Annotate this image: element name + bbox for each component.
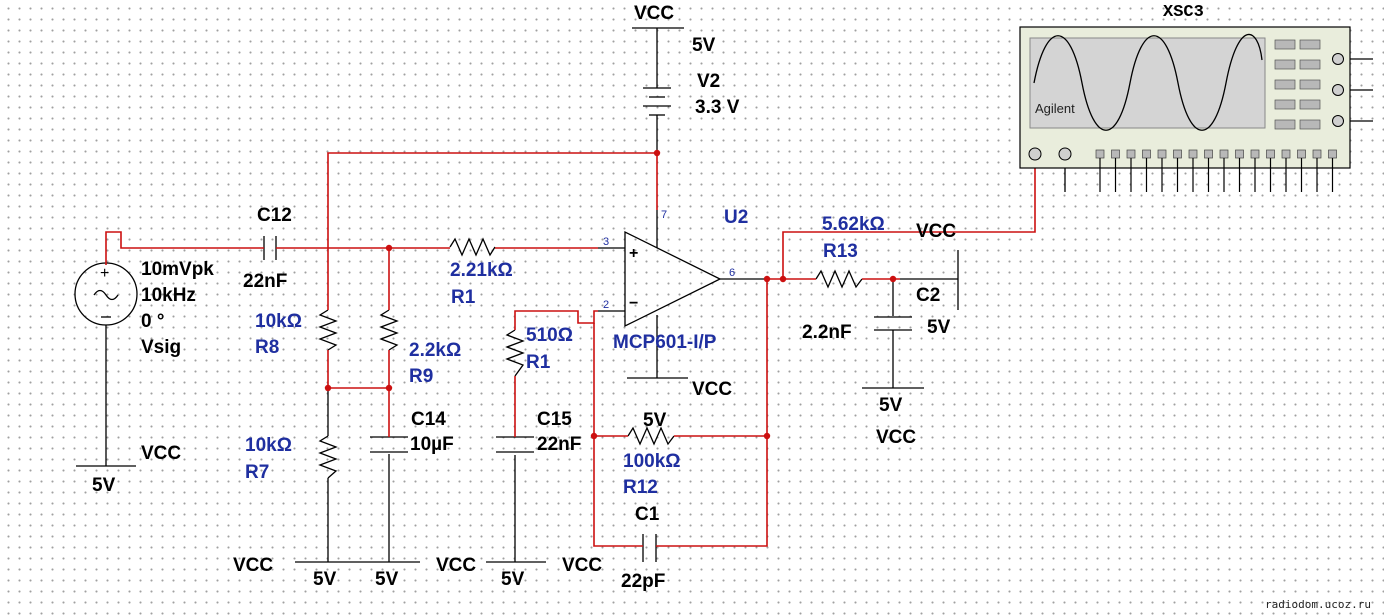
vsig-5v-label: 5V: [92, 475, 116, 496]
battery-v2: [632, 27, 684, 153]
scope-digital-pin: [1235, 149, 1244, 159]
scope-name: XSC3: [1163, 3, 1204, 22]
ground-vsig: [76, 325, 136, 467]
r13-value: 5.62kΩ: [822, 214, 885, 235]
watermark: radiodom.ucoz.ru: [1265, 598, 1371, 611]
r1-in-name: R1: [451, 287, 476, 308]
v2-name: V2: [697, 71, 721, 92]
r7-name: R7: [245, 462, 270, 483]
c1-value: 22pF: [621, 571, 666, 592]
c12-value: 22nF: [243, 271, 288, 292]
opamp-pin-minus: 2: [603, 299, 610, 311]
opamp-pin-out: 6: [729, 267, 736, 279]
opamp-u2: [624, 230, 722, 328]
top-5v-label: 5V: [692, 35, 716, 56]
resistor-r7: [318, 435, 338, 479]
scope-digital-pin: [1111, 149, 1120, 159]
vsig-vcc-label: VCC: [141, 443, 182, 464]
source-name: Vsig: [141, 337, 182, 358]
bottom-vcc-label-3: VCC: [562, 555, 603, 576]
svg-text:+: +: [100, 265, 109, 282]
r8-name: R8: [255, 337, 280, 358]
r7-value: 10kΩ: [245, 435, 292, 456]
resistor-r1-in: [449, 237, 496, 257]
wire-bias-top: [327, 152, 658, 248]
out-vcc-label: VCC: [916, 221, 957, 242]
scope-digital-pin: [1312, 149, 1322, 159]
scope-digital-pin: [1297, 149, 1306, 159]
resistor-r13: [815, 269, 863, 289]
opamp-plus-sign: +: [629, 245, 639, 262]
out-5v-label: 5V: [927, 317, 951, 338]
bottom-5v-label-1: 5V: [313, 569, 337, 590]
opamp-minus-sign: −: [629, 295, 639, 312]
opamp-vcc-label: VCC: [692, 379, 733, 400]
bottom-5v-label-3: 5V: [501, 569, 525, 590]
c1-name: C1: [635, 504, 660, 525]
opamp-5v-label: 5V: [643, 410, 667, 431]
v2-value: 3.3 V: [695, 97, 740, 118]
r1-fb-value: 510Ω: [526, 325, 573, 346]
wire-scope: [782, 158, 1036, 279]
resistor-r12: [627, 426, 675, 446]
scope-digital-pin: [1095, 149, 1105, 159]
c15-value: 22nF: [537, 434, 582, 455]
ac-source-vsig: +: [74, 262, 138, 326]
scope-digital-pin: [1173, 149, 1182, 159]
top-vcc-label: VCC: [634, 3, 675, 24]
opamp-ref: U2: [724, 207, 749, 228]
scope-digital-pin: [1328, 149, 1337, 159]
opamp-part: MCP601-I/P: [613, 332, 717, 353]
r8-value: 10kΩ: [255, 311, 302, 332]
c14-name: C14: [411, 409, 446, 430]
r12-value: 100kΩ: [623, 451, 681, 472]
source-phase: 0 °: [141, 311, 165, 332]
c2-gnd-5v-label: 5V: [879, 395, 903, 416]
resistor-r1-fb: [505, 329, 525, 377]
c12-name: C12: [257, 205, 292, 226]
opamp-pin-plus: 3: [603, 236, 610, 248]
r12-name: R12: [623, 477, 658, 498]
r13-name: R13: [823, 241, 858, 262]
scope-digital-pin: [1250, 149, 1260, 159]
scope-digital-pin: [1126, 149, 1136, 159]
resistor-r8: [318, 309, 338, 351]
resistor-r9: [379, 309, 399, 351]
r9-value: 2.2kΩ: [409, 340, 462, 361]
scope-digital-pin: [1188, 149, 1198, 159]
scope-digital-pin: [1157, 149, 1167, 159]
source-amplitude: 10mVpk: [141, 259, 214, 280]
scope-digital-pin: [1142, 149, 1151, 159]
scope-digital-pin: [1204, 149, 1213, 159]
scope-digital-pin: [1219, 149, 1229, 159]
wire-feedback: [514, 310, 598, 330]
c2-name: C2: [916, 285, 941, 306]
oscilloscope-xsc3[interactable]: [1019, 26, 1351, 192]
c15-name: C15: [537, 409, 572, 430]
c14-value: 10µF: [410, 434, 454, 455]
bottom-5v-label-2: 5V: [375, 569, 399, 590]
scope-brand: Agilent: [1035, 101, 1075, 116]
c2-value: 2.2nF: [802, 322, 852, 343]
opamp-pin-vdd: 7: [661, 209, 668, 221]
scope-digital-pin: [1281, 149, 1291, 159]
bottom-vcc-label-1: VCC: [233, 555, 274, 576]
bottom-vcc-label-2: VCC: [436, 555, 477, 576]
r1-in-value: 2.21kΩ: [450, 260, 513, 281]
source-frequency: 10kHz: [141, 285, 196, 306]
scope-digital-pin: [1266, 149, 1275, 159]
r1-fb-name: R1: [526, 352, 551, 373]
r9-name: R9: [409, 366, 434, 387]
wire-input: [105, 231, 264, 265]
c2-gnd-vcc-label: VCC: [876, 427, 917, 448]
